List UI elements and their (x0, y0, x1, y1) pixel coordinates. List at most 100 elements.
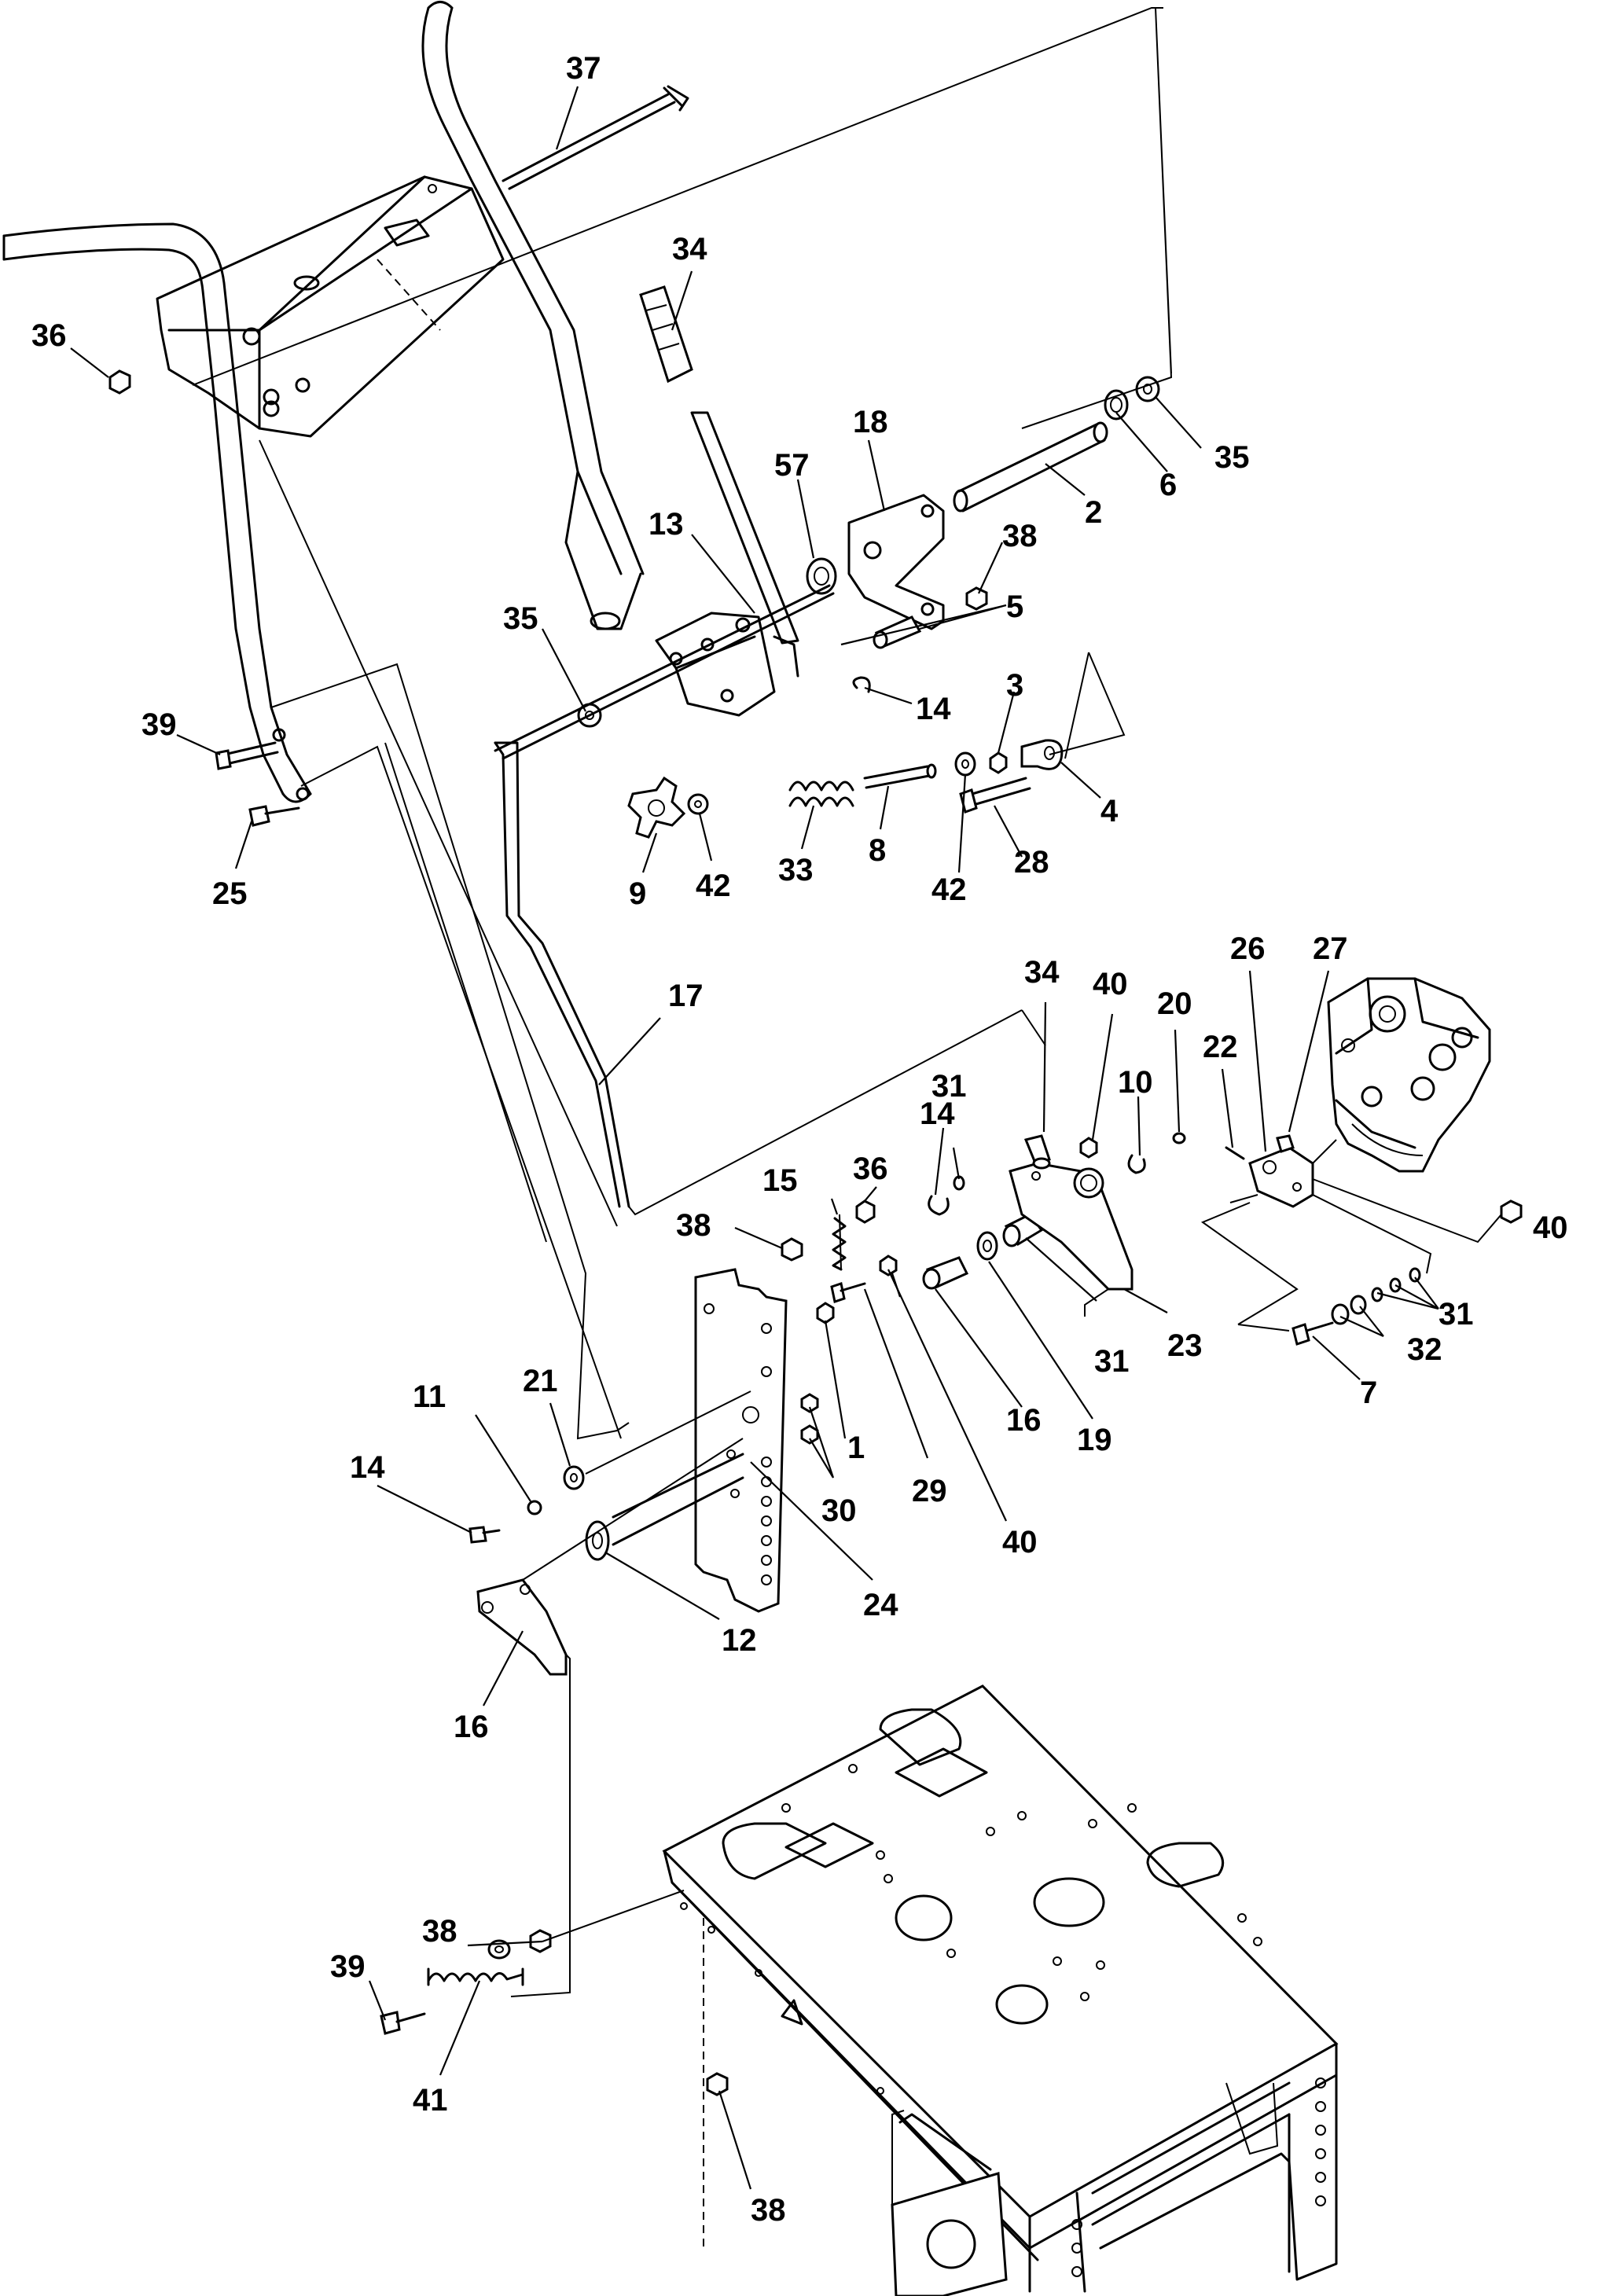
nut-1 (816, 1302, 835, 1324)
nut-40 (879, 1255, 898, 1277)
bolt-29 (830, 1282, 866, 1303)
rod-end-4 (1020, 739, 1064, 770)
callout-1: 1 (847, 1431, 865, 1465)
callout-38: 38 (1002, 519, 1038, 553)
hydrostatic-pump-icon (1312, 977, 1491, 1173)
bolt-37 (502, 85, 689, 190)
washer-32 (1331, 1295, 1367, 1325)
bolt-39b (380, 2011, 426, 2035)
callout-2: 2 (1085, 495, 1102, 530)
callout-41: 41 (413, 2083, 448, 2118)
callout-19: 19 (1077, 1423, 1112, 1457)
washer-42 (954, 751, 976, 777)
callout-20: 20 (1157, 986, 1192, 1021)
clip-10 (1127, 1154, 1146, 1174)
spring-15 (832, 1214, 847, 1271)
nut-36 (108, 369, 131, 395)
leader-lines (70, 86, 1439, 2190)
callout-6: 6 (1159, 468, 1177, 502)
callout-25: 25 (212, 876, 248, 911)
bushing-16 (922, 1256, 969, 1290)
pin-22 (1225, 1146, 1245, 1160)
washer-19 (976, 1231, 998, 1261)
callout-11: 11 (413, 1379, 446, 1414)
callout-15: 15 (762, 1163, 798, 1198)
callout-36: 36 (31, 318, 67, 353)
assembly-outline-upper (192, 7, 1173, 1216)
callout-23: 23 (1167, 1328, 1203, 1363)
callout-27: 27 (1313, 931, 1348, 966)
callout-42: 42 (931, 872, 967, 907)
callout-14: 14 (916, 692, 951, 726)
washer-42b (687, 793, 709, 815)
callout-14b: 14 (920, 1097, 955, 1131)
callout-17: 17 (668, 979, 704, 1013)
washer-38 (487, 1939, 511, 1960)
callout-34b: 34 (1024, 955, 1060, 990)
nut-36b (855, 1199, 876, 1224)
rod-17 (494, 741, 630, 1208)
callout-14c: 14 (350, 1450, 385, 1485)
clip-14 (852, 676, 871, 693)
lock-washer-31b (1371, 1267, 1421, 1302)
nut-38 (965, 586, 988, 611)
screw-20 (1172, 1132, 1186, 1144)
shaft-2 (953, 421, 1108, 512)
bearing-6 (1104, 389, 1129, 421)
callout-12: 12 (722, 1623, 757, 1658)
nut-40b (1079, 1137, 1098, 1159)
callout-35: 35 (1214, 440, 1250, 475)
spring-41 (427, 1967, 524, 1986)
callout-34: 34 (672, 232, 707, 266)
callout-31b: 31 (1438, 1297, 1474, 1332)
callout-29: 29 (912, 1474, 947, 1508)
nut-30 (800, 1393, 819, 1445)
callout-40c: 40 (1533, 1210, 1568, 1245)
callout-3: 3 (1006, 668, 1023, 703)
callout-13: 13 (649, 507, 684, 542)
bolt-25 (248, 805, 300, 827)
callout-40: 40 (1093, 967, 1128, 1001)
callout-7: 7 (1360, 1376, 1377, 1410)
callout-30: 30 (821, 1493, 857, 1528)
callout-24: 24 (863, 1588, 898, 1622)
nut-40c (1500, 1199, 1523, 1224)
pin-34 (1023, 1134, 1051, 1170)
callout-36b: 36 (853, 1152, 888, 1186)
spring-icon (788, 781, 854, 807)
callout-38d: 38 (751, 2193, 786, 2228)
callout-38c: 38 (422, 1914, 457, 1949)
control-rod (494, 584, 831, 752)
fitting-27 (1276, 1134, 1295, 1153)
callout-21: 21 (523, 1364, 558, 1398)
clip-14b (928, 1195, 950, 1216)
lock-washer-11 (527, 1500, 542, 1515)
bracket-16 (476, 1438, 744, 1997)
callout-16b: 16 (454, 1710, 489, 1744)
callout-35b: 35 (503, 601, 538, 636)
callout-33: 33 (778, 853, 814, 887)
callout-31c: 31 (1094, 1344, 1130, 1379)
callout-4: 4 (1100, 794, 1119, 828)
control-console-icon (156, 175, 505, 438)
grip-34 (639, 285, 693, 384)
pin-8 (863, 763, 937, 789)
chassis-frame-icon (662, 1684, 1339, 2296)
callout-5: 5 (1006, 590, 1023, 624)
bolt-28 (959, 777, 1031, 814)
callout-numbers: 37 34 36 18 57 35 38 6 2 13 5 35 3 14 39… (31, 51, 1568, 2228)
callout-10: 10 (1118, 1065, 1153, 1100)
callout-9: 9 (629, 876, 646, 911)
callout-28: 28 (1014, 845, 1049, 880)
callout-22: 22 (1203, 1030, 1238, 1064)
callout-42b: 42 (696, 869, 731, 903)
callout-18: 18 (853, 405, 888, 439)
callout-39: 39 (141, 707, 177, 742)
callout-39b: 39 (330, 1949, 366, 1984)
arm-23 (1009, 1162, 1134, 1317)
bracket-13 (655, 612, 776, 717)
callout-8: 8 (869, 833, 886, 868)
callout-32: 32 (1407, 1332, 1442, 1367)
washer-21 (563, 1465, 585, 1490)
